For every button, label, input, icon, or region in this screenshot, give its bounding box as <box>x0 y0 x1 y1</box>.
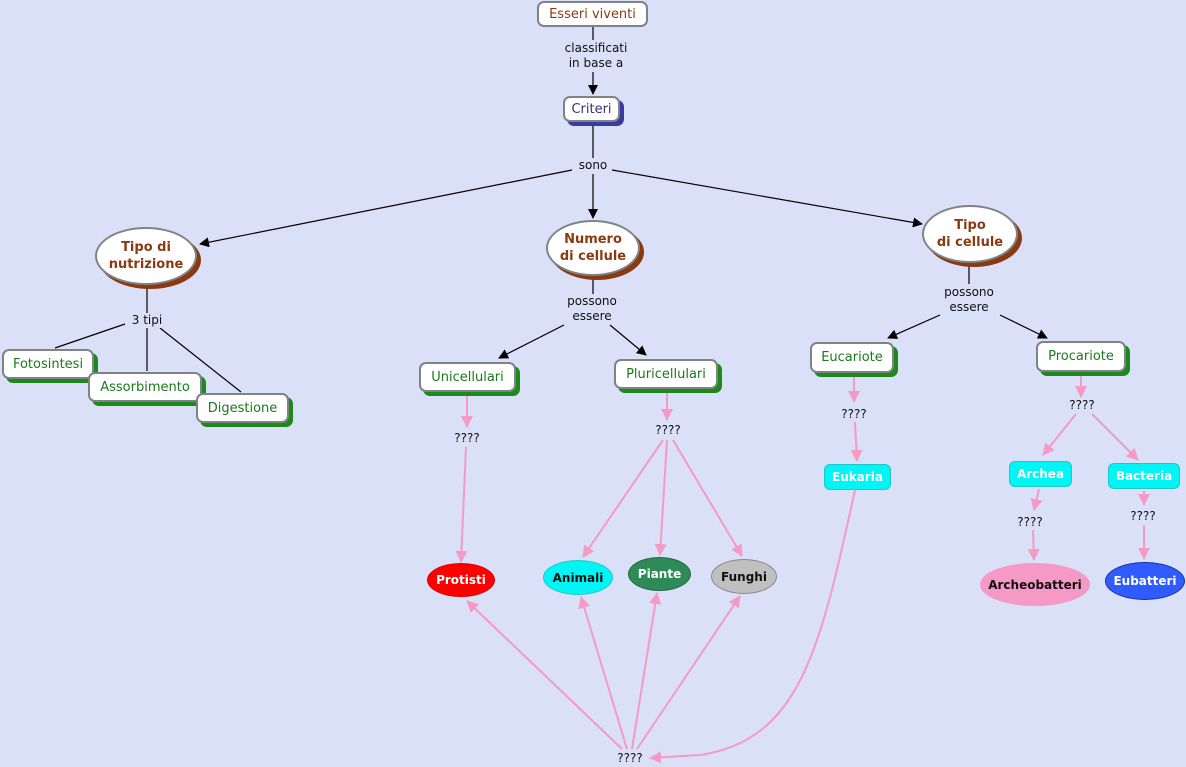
link-possono-pluricellulari <box>609 324 647 356</box>
link-possono-procariote <box>999 314 1048 339</box>
link-possono-eucariote <box>887 314 941 339</box>
link-q-protisti <box>455 446 468 563</box>
node-piante[interactable]: Piante <box>628 557 691 591</box>
node-pluricellulari[interactable]: Pluricellulari <box>614 359 718 389</box>
node-eukaria[interactable]: Eukaria <box>824 464 891 490</box>
node-archea[interactable]: Archea <box>1009 461 1072 487</box>
node-esseri-viventi[interactable]: Esseri viventi <box>537 1 648 27</box>
link-q-bacteria <box>1091 413 1139 461</box>
link-label-q-bottom: ???? <box>615 751 645 766</box>
link-label-possono-essere-numero: possono essere <box>565 294 619 324</box>
link-label-possono-essere-tipo: possono essere <box>942 285 996 315</box>
node-animali[interactable]: Animali <box>543 560 613 595</box>
node-numero-cellule[interactable]: Numero di cellule <box>546 220 640 276</box>
link-label-q-procariote: ???? <box>1067 398 1097 413</box>
link-archea-q <box>1030 488 1043 511</box>
node-digestione[interactable]: Digestione <box>196 393 289 423</box>
node-eucariote[interactable]: Eucariote <box>810 342 894 373</box>
link-q-archea <box>1042 413 1077 456</box>
link-q-piante <box>654 439 668 556</box>
link-label-q-unicellulari: ???? <box>452 431 482 446</box>
link-bottom-protisti <box>466 600 623 750</box>
node-unicellulari[interactable]: Unicellulari <box>419 362 516 392</box>
link-sono-nutrizione <box>199 169 573 248</box>
link-eukaria-bottom <box>649 489 856 764</box>
link-q-archeobatteri <box>1027 529 1040 561</box>
node-fotosintesi[interactable]: Fotosintesi <box>2 349 94 379</box>
node-criteri[interactable]: Criteri <box>563 96 620 122</box>
node-procariote[interactable]: Procariote <box>1036 341 1126 372</box>
link-sono-tipocellule <box>611 169 923 228</box>
link-possono-unicellulari <box>498 324 565 359</box>
link-bottom-animali <box>578 596 628 750</box>
node-protisti[interactable]: Protisti <box>427 563 495 597</box>
link-label-q-bacteria: ???? <box>1128 509 1158 524</box>
link-bottom-piante <box>631 592 662 750</box>
link-label-q-eucariote: ???? <box>839 407 869 422</box>
node-bacteria[interactable]: Bacteria <box>1108 463 1180 489</box>
node-archeobatteri[interactable]: Archeobatteri <box>980 563 1090 606</box>
link-q-animali <box>582 439 664 558</box>
link-label-q-pluricellulari: ???? <box>653 423 683 438</box>
link-bottom-funghi <box>636 595 741 750</box>
node-tipo-nutrizione[interactable]: Tipo di nutrizione <box>95 227 197 285</box>
link-label-sono: sono <box>576 158 610 173</box>
node-assorbimento[interactable]: Assorbimento <box>88 372 202 402</box>
link-label-classificati: classificati in base a <box>562 41 630 71</box>
link-3tipi-digestione <box>159 327 242 393</box>
node-tipo-cellule[interactable]: Tipo di cellule <box>922 205 1018 263</box>
link-label-q-archea: ???? <box>1015 515 1045 530</box>
link-label-3tipi: 3 tipi <box>129 313 165 328</box>
link-q-eukaria <box>850 421 863 462</box>
node-funghi[interactable]: Funghi <box>711 559 777 594</box>
link-3tipi-fotosintesi <box>54 323 126 349</box>
link-q-funghi <box>672 439 743 557</box>
node-eubatteri[interactable]: Eubatteri <box>1105 562 1185 600</box>
